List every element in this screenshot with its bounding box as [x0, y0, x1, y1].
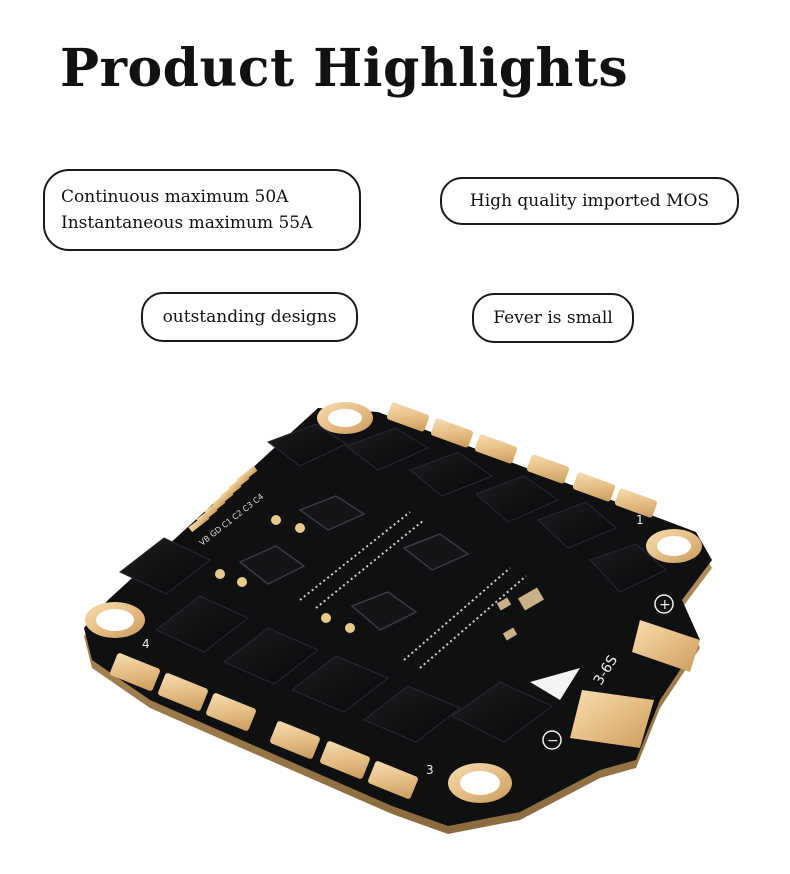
page-title: Product Highlights — [60, 38, 629, 99]
highlight-line: outstanding designs — [162, 307, 337, 327]
highlight-line: Fever is small — [493, 308, 613, 328]
minus-label: − — [547, 733, 559, 749]
power-pads — [570, 620, 700, 748]
signal-pins — [188, 465, 258, 533]
esc-board-image: 3-6S + − 1 3 4 VB GD C1 C2 C3 C4 — [84, 402, 712, 834]
motor-4-label: 4 — [142, 637, 150, 651]
plus-label: + — [659, 597, 671, 613]
highlight-mos-quality: High quality imported MOS — [440, 177, 739, 225]
driver-pins — [299, 511, 527, 669]
test-points — [215, 515, 355, 633]
highlight-line: Continuous maximum 50A — [61, 187, 289, 207]
highlight-line: High quality imported MOS — [469, 191, 710, 211]
highlight-current-rating: Continuous maximum 50A Instantaneous max… — [43, 169, 361, 251]
highlight-line: Instantaneous maximum 55A — [61, 213, 313, 233]
mcu-chips — [238, 495, 470, 631]
capacitors — [496, 587, 545, 641]
motor-1-label: 1 — [636, 513, 644, 527]
mosfet-chips — [119, 423, 667, 743]
highlight-low-heat: Fever is small — [472, 293, 634, 343]
highlight-design: outstanding designs — [141, 292, 358, 342]
motor-pads-top — [386, 402, 658, 518]
motor-pads-bottom — [110, 653, 418, 799]
arrow-icon — [530, 668, 580, 700]
mounting-holes — [85, 402, 702, 803]
motor-3-label: 3 — [426, 763, 434, 777]
